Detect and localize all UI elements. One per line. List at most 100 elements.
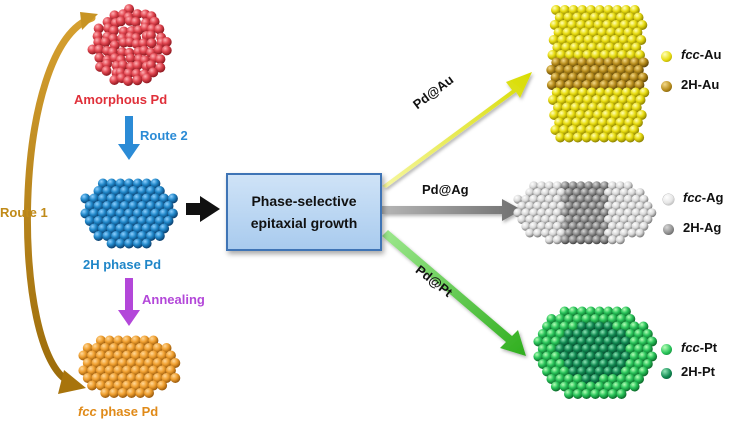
- fcc-italic-text: fcc: [78, 404, 97, 419]
- atom: [572, 389, 583, 399]
- atom: [629, 336, 640, 347]
- route1-arrow: [23, 12, 98, 394]
- atom: [550, 321, 561, 332]
- legend-fcc-pt-rest: -Pt: [699, 340, 718, 355]
- atom: [119, 216, 130, 226]
- atom: [87, 365, 98, 376]
- atom: [80, 193, 91, 204]
- atom: [552, 181, 562, 191]
- atom: [599, 329, 609, 339]
- atom: [585, 306, 596, 317]
- atom: [623, 181, 633, 191]
- atom: [623, 27, 634, 38]
- atom: [599, 344, 609, 354]
- atom: [533, 336, 544, 347]
- atom: [572, 374, 583, 384]
- atom: [161, 373, 172, 383]
- atom: [572, 329, 583, 339]
- atom: [106, 223, 117, 234]
- atom: [606, 117, 617, 128]
- atom: [572, 359, 583, 369]
- atom: [621, 57, 632, 68]
- atom: [139, 365, 150, 376]
- atom: [594, 336, 605, 347]
- atom: [619, 201, 629, 211]
- atom: [111, 186, 121, 196]
- atom: [572, 188, 582, 197]
- atom: [550, 72, 561, 83]
- atom: [555, 344, 566, 354]
- atom: [148, 365, 159, 376]
- atom: [542, 321, 553, 332]
- atom: [552, 194, 562, 204]
- atom: [93, 201, 104, 211]
- atom: [643, 201, 653, 211]
- atom: [132, 193, 143, 204]
- atom: [593, 20, 604, 30]
- atom: [568, 181, 578, 191]
- atom: [615, 221, 625, 231]
- atom: [576, 20, 587, 30]
- atom: [632, 117, 643, 128]
- atom: [548, 95, 558, 105]
- atom: [638, 366, 649, 377]
- atom: [560, 194, 570, 204]
- atom: [564, 80, 575, 90]
- legend-fcc-pt-italic: fcc: [681, 340, 700, 355]
- atom: [141, 238, 152, 249]
- atom: [97, 178, 108, 189]
- atom: [571, 117, 582, 128]
- atom: [611, 215, 621, 224]
- atom: [612, 336, 623, 347]
- atom: [559, 72, 570, 83]
- atom: [521, 194, 531, 204]
- atom: [580, 188, 590, 197]
- legend-2h-au-dot: [661, 81, 672, 92]
- atom: [537, 221, 547, 231]
- atom: [608, 50, 619, 60]
- atom: [611, 72, 622, 83]
- route1-label: Route 1: [0, 205, 48, 220]
- atom: [144, 358, 154, 368]
- atom: [548, 35, 559, 45]
- atom: [580, 117, 591, 128]
- legend-fcc-pt-dot: [661, 344, 672, 355]
- fcc-rest-text: phase Pd: [96, 404, 159, 419]
- atom: [558, 110, 568, 120]
- atom: [550, 125, 561, 135]
- atom: [119, 201, 130, 211]
- atom: [137, 201, 148, 211]
- atom: [537, 344, 548, 354]
- atom: [623, 208, 633, 218]
- atom: [94, 44, 105, 55]
- atom: [132, 75, 143, 86]
- atom: [145, 30, 156, 41]
- atom: [577, 5, 588, 15]
- atom: [592, 181, 602, 191]
- atom: [603, 72, 614, 83]
- atom: [170, 373, 181, 383]
- atom: [625, 314, 636, 324]
- 2h-phase-pd-label: 2H phase Pd: [83, 257, 162, 272]
- atom: [573, 50, 584, 60]
- atom: [155, 54, 166, 65]
- atom: [82, 343, 93, 353]
- atom: [611, 201, 621, 211]
- atom: [639, 194, 649, 204]
- atom: [135, 373, 146, 383]
- atom: [627, 215, 637, 224]
- atom: [132, 60, 143, 71]
- atom: [612, 306, 623, 317]
- atom: [550, 351, 561, 362]
- atom: [607, 221, 617, 231]
- atom: [554, 12, 565, 23]
- atom: [560, 181, 570, 191]
- atom: [157, 380, 168, 391]
- atom: [533, 188, 543, 197]
- atom: [97, 223, 108, 234]
- atom: [579, 27, 590, 38]
- atom: [600, 181, 610, 191]
- atom: [115, 193, 126, 204]
- atom: [606, 27, 617, 38]
- atom: [146, 186, 156, 196]
